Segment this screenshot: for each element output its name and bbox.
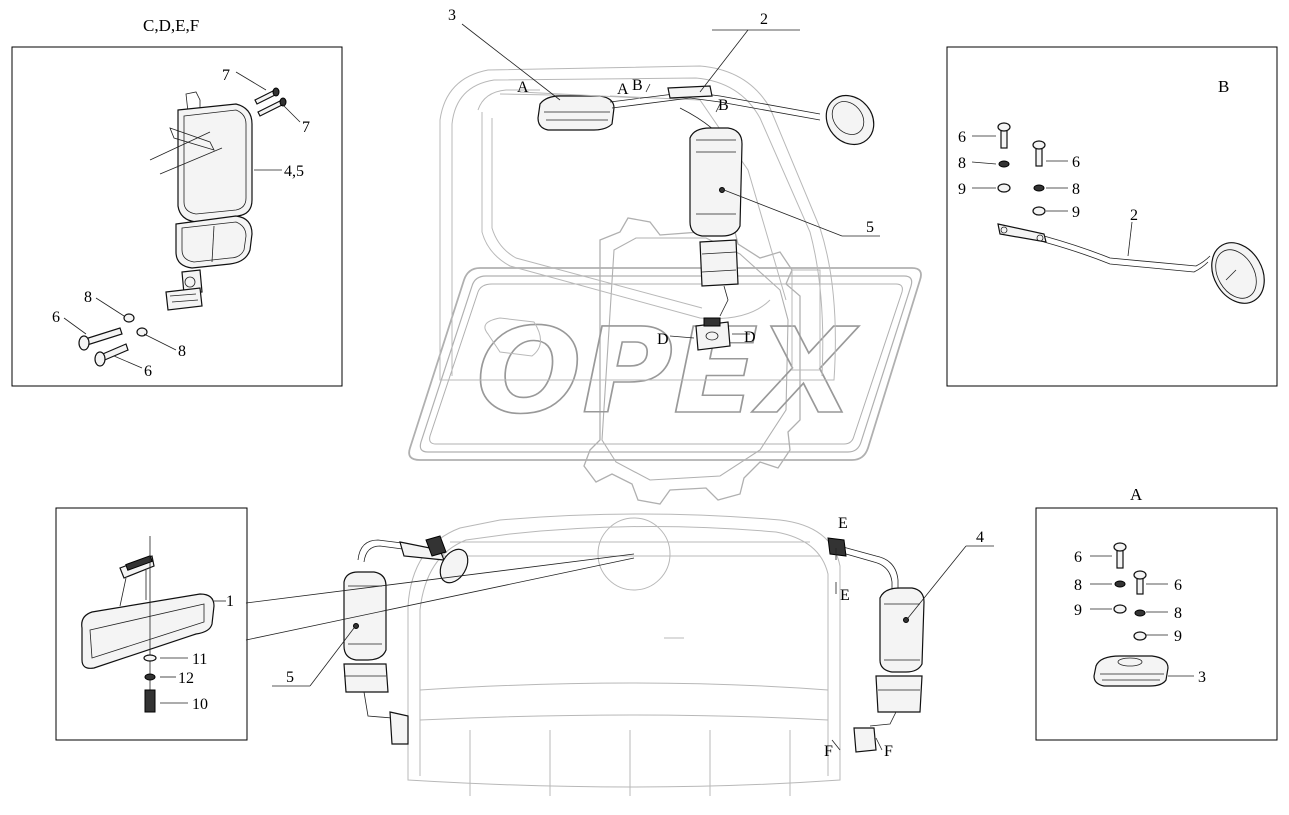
callout-6-lower: 6 bbox=[144, 363, 152, 380]
callout-2-b: 2 bbox=[1130, 207, 1138, 224]
marker-a-left: A bbox=[517, 79, 529, 96]
callout-7-lower: 7 bbox=[302, 119, 310, 136]
marker-a-right: A bbox=[617, 81, 629, 98]
callout-9-a-left: 9 bbox=[1074, 602, 1082, 619]
panel-a: A 6 8 9 6 8 9 3 bbox=[1035, 485, 1278, 741]
callout-5-top: 5 bbox=[866, 219, 874, 236]
marker-d-left: D bbox=[657, 331, 669, 348]
panel-cdef: C,D,E,F 7 7 bbox=[11, 16, 343, 387]
callout-6-b-right: 6 bbox=[1072, 154, 1080, 171]
callout-7-upper: 7 bbox=[222, 67, 230, 84]
panel-cdef-title: C,D,E,F bbox=[143, 16, 199, 35]
marker-b-left: B bbox=[632, 77, 643, 94]
callout-10-inner: 10 bbox=[192, 696, 208, 713]
callout-3-a: 3 bbox=[1198, 669, 1206, 686]
callout-9-b-right: 9 bbox=[1072, 204, 1080, 221]
callout-4-front: 4 bbox=[976, 529, 984, 546]
callout-2-top: 2 bbox=[760, 11, 768, 28]
panel-b: B 6 8 9 6 8 9 2 bbox=[946, 46, 1278, 387]
panel-a-title: A bbox=[1130, 485, 1143, 504]
marker-f-right: F bbox=[884, 743, 893, 760]
callout-8-b-left: 8 bbox=[958, 155, 966, 172]
callout-6-upper: 6 bbox=[52, 309, 60, 326]
callout-12-inner: 12 bbox=[178, 670, 194, 687]
marker-e-lower: E bbox=[840, 587, 850, 604]
panel-inner-mirror: 1 11 12 10 bbox=[55, 507, 248, 741]
callout-9-b-left: 9 bbox=[958, 181, 966, 198]
callout-8-upper: 8 bbox=[84, 289, 92, 306]
marker-e-upper: E bbox=[838, 515, 848, 532]
callout-11-inner: 11 bbox=[192, 651, 207, 668]
callout-6-a-right: 6 bbox=[1174, 577, 1182, 594]
marker-b-right: B bbox=[718, 97, 729, 114]
callout-8-a-left: 8 bbox=[1074, 577, 1082, 594]
callout-6-a-left: 6 bbox=[1074, 549, 1082, 566]
callout-1-inner: 1 bbox=[226, 593, 234, 610]
panel-b-title: B bbox=[1218, 77, 1229, 96]
opex-watermark: OPEX bbox=[408, 217, 922, 505]
callout-5-front: 5 bbox=[286, 669, 294, 686]
cab-front-view: 4 5 E E F F bbox=[245, 513, 994, 796]
callout-6-b-left: 6 bbox=[958, 129, 966, 146]
callout-8-a-right: 8 bbox=[1174, 605, 1182, 622]
callout-4-5: 4,5 bbox=[284, 163, 304, 180]
watermark-text: OPEX bbox=[476, 302, 859, 440]
callout-8-lower: 8 bbox=[178, 343, 186, 360]
marker-d-right: D bbox=[744, 329, 756, 346]
callout-9-a-right: 9 bbox=[1174, 628, 1182, 645]
callout-3-top: 3 bbox=[448, 7, 456, 24]
marker-f-left: F bbox=[824, 743, 833, 760]
callout-8-b-right: 8 bbox=[1072, 181, 1080, 198]
cab-side-view: 3 2 5 A A B B D D bbox=[439, 7, 880, 381]
